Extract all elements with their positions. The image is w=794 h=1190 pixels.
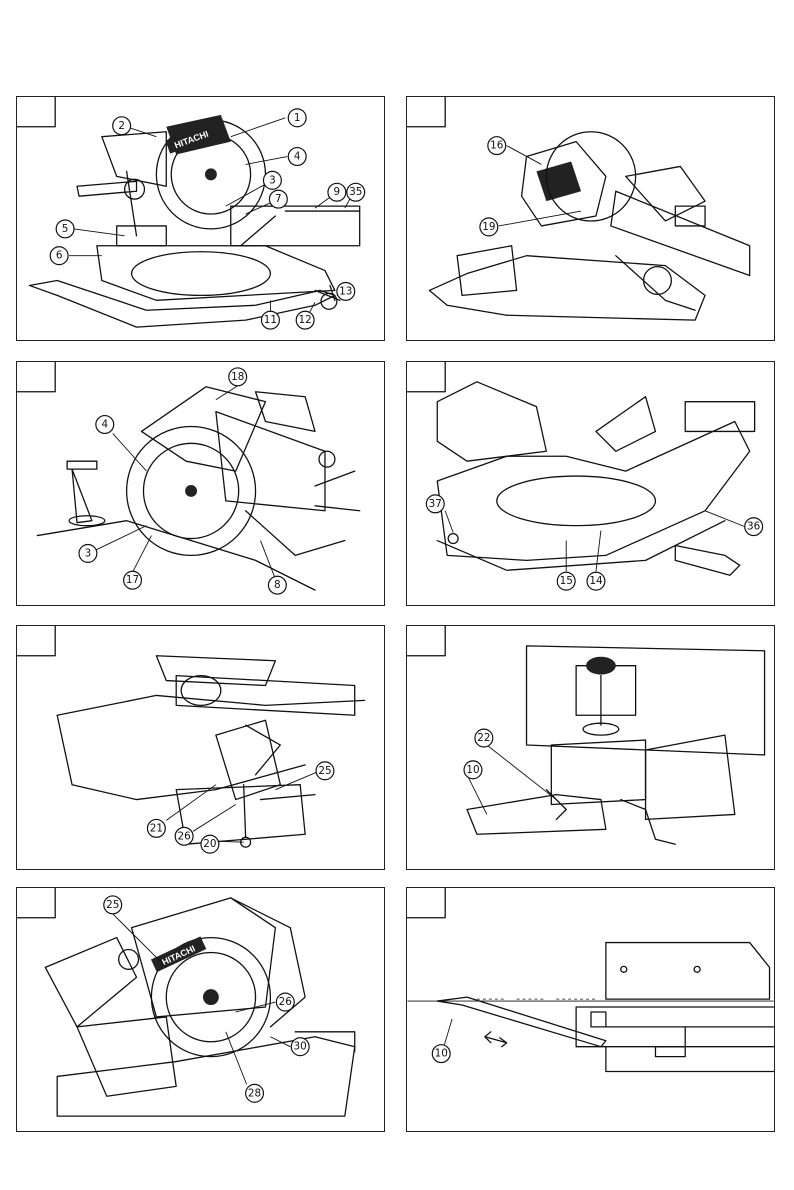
callout-16: 16 <box>488 137 506 155</box>
svg-text:2: 2 <box>118 120 125 132</box>
svg-text:18: 18 <box>231 371 244 383</box>
callout-17: 17 <box>124 571 142 589</box>
figure-7: HITACHI 25 26 28 30 <box>16 887 385 1132</box>
svg-text:14: 14 <box>589 575 603 587</box>
figure-5: 25 21 26 20 <box>16 625 385 870</box>
svg-text:3: 3 <box>269 174 276 186</box>
figure-1-drawing: HITACHI 1 2 3 4 5 6 7 9 35 11 12 13 <box>17 97 384 340</box>
svg-text:4: 4 <box>294 151 301 163</box>
svg-text:3: 3 <box>85 547 92 559</box>
svg-text:15: 15 <box>560 575 573 587</box>
callout-22: 22 <box>475 729 493 747</box>
figure-8: 10 <box>406 887 775 1132</box>
svg-text:22: 22 <box>477 732 490 744</box>
callout-4: 4 <box>96 416 114 434</box>
svg-text:20: 20 <box>203 838 216 850</box>
callout-19: 19 <box>480 218 498 236</box>
callout-4: 4 <box>288 148 306 166</box>
callout-13: 13 <box>337 282 355 300</box>
svg-text:8: 8 <box>274 579 281 591</box>
callout-25: 25 <box>104 896 122 914</box>
callout-7: 7 <box>269 190 287 208</box>
svg-text:16: 16 <box>490 140 503 152</box>
callout-10: 10 <box>432 1045 450 1063</box>
svg-text:1: 1 <box>294 112 301 124</box>
figure-6: 22 10 <box>406 625 775 870</box>
figure-8-drawing: 10 <box>407 888 774 1131</box>
figure-3-drawing: 18 4 3 17 8 <box>17 362 384 605</box>
svg-text:10: 10 <box>435 1048 448 1060</box>
svg-text:19: 19 <box>482 221 495 233</box>
callout-28: 28 <box>246 1084 264 1102</box>
callout-3: 3 <box>79 544 97 562</box>
svg-text:26: 26 <box>178 830 191 842</box>
callout-35: 35 <box>347 183 365 201</box>
callout-26: 26 <box>175 827 193 845</box>
svg-text:36: 36 <box>747 521 760 533</box>
svg-text:37: 37 <box>429 498 442 510</box>
callout-1: 1 <box>288 109 306 127</box>
figure-2: 16 19 <box>406 96 775 341</box>
callout-37: 37 <box>426 495 444 513</box>
svg-text:21: 21 <box>150 822 163 834</box>
callout-30: 30 <box>291 1038 309 1056</box>
callout-18: 18 <box>229 368 247 386</box>
svg-text:9: 9 <box>334 186 341 198</box>
svg-text:12: 12 <box>299 314 312 326</box>
svg-text:35: 35 <box>349 186 362 198</box>
callout-8: 8 <box>268 576 286 594</box>
svg-text:6: 6 <box>56 250 63 262</box>
svg-text:17: 17 <box>126 574 139 586</box>
svg-text:26: 26 <box>279 996 292 1008</box>
svg-text:4: 4 <box>101 418 108 430</box>
callout-9: 9 <box>328 183 346 201</box>
svg-text:25: 25 <box>318 765 331 777</box>
svg-text:28: 28 <box>248 1087 261 1099</box>
callout-14: 14 <box>587 572 605 590</box>
svg-text:10: 10 <box>466 764 479 776</box>
callout-25: 25 <box>316 762 334 780</box>
callout-10: 10 <box>464 761 482 779</box>
svg-text:25: 25 <box>106 899 119 911</box>
svg-text:13: 13 <box>339 285 352 297</box>
svg-text:30: 30 <box>294 1041 307 1053</box>
callout-6: 6 <box>50 247 68 265</box>
callout-12: 12 <box>296 311 314 329</box>
callout-11: 11 <box>261 311 279 329</box>
figure-6-drawing: 22 10 <box>407 626 774 869</box>
figure-2-drawing: 16 19 <box>407 97 774 340</box>
figure-5-drawing: 25 21 26 20 <box>17 626 384 869</box>
figure-4: 37 15 14 36 <box>406 361 775 606</box>
figure-3: 18 4 3 17 8 <box>16 361 385 606</box>
callout-21: 21 <box>147 819 165 837</box>
svg-text:11: 11 <box>264 314 277 326</box>
callout-15: 15 <box>557 572 575 590</box>
callout-20: 20 <box>201 835 219 853</box>
figure-7-drawing: HITACHI 25 26 28 30 <box>17 888 384 1131</box>
callout-36: 36 <box>745 518 763 536</box>
svg-text:7: 7 <box>275 193 282 205</box>
callout-5: 5 <box>56 220 74 238</box>
callout-2: 2 <box>113 117 131 135</box>
svg-text:5: 5 <box>62 223 69 235</box>
figure-1: HITACHI 1 2 3 4 5 6 7 9 35 11 12 13 <box>16 96 385 341</box>
callout-3: 3 <box>263 171 281 189</box>
callout-26: 26 <box>276 993 294 1011</box>
figure-4-drawing: 37 15 14 36 <box>407 362 774 605</box>
